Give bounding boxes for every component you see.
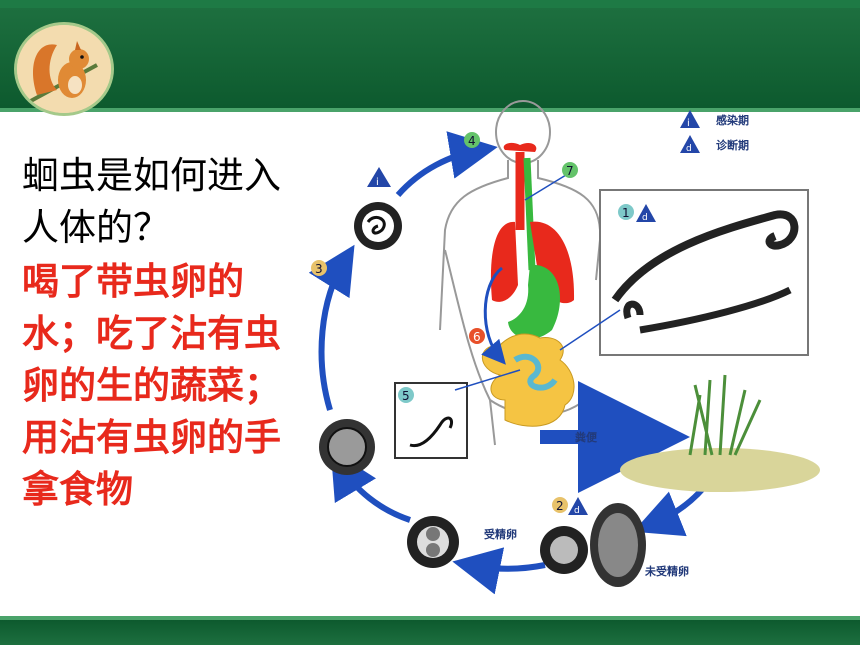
answer-text: 喝了带虫卵的水；吃了沾有虫卵的生的蔬菜；用沾有虫卵的手拿食物: [22, 260, 281, 511]
soil-with-grass: [620, 374, 820, 492]
step-1: 1: [622, 206, 630, 220]
unfertilized-egg: [590, 503, 646, 587]
stomach: [508, 264, 561, 339]
diagnostic-icon-egg: d: [568, 497, 588, 516]
step-marker-2: 2: [552, 497, 568, 513]
roundworm-lifecycle-diagram: 1 2 3 4 5 6 7 i d d i 感染期 d: [308, 100, 820, 595]
worm-pointer: [559, 309, 621, 351]
unfertilized-egg-label: 未受精卵: [644, 564, 689, 578]
adult-worm-box: [599, 189, 809, 356]
step-4: 4: [468, 134, 476, 148]
squirrel-logo: [14, 22, 114, 116]
top-band: [0, 0, 860, 8]
svg-text:i: i: [687, 118, 690, 129]
svg-text:i: i: [376, 177, 379, 188]
step-marker-3: 3: [311, 260, 327, 276]
legend: i 感染期 d 诊断期: [680, 110, 749, 154]
fertilized-egg: [540, 526, 588, 574]
larva-box: [394, 382, 468, 459]
step-2: 2: [556, 499, 564, 513]
fertilized-egg-label: 受精卵: [484, 527, 517, 541]
step-marker-7: 7: [562, 162, 578, 178]
legend-infective: 感染期: [716, 113, 749, 127]
svg-text:d: d: [686, 144, 692, 154]
step-7: 7: [566, 164, 574, 178]
footer-bar: [0, 620, 860, 645]
header-stripe: [0, 108, 860, 112]
bottom-stripe: [0, 616, 860, 620]
blood-route: [481, 266, 506, 365]
diagnostic-icon-adult: d: [636, 204, 656, 223]
mouth-pointer: [524, 174, 567, 201]
egg-cluster-2: [319, 419, 375, 475]
embryonated-egg-3: [354, 202, 402, 250]
infective-icon: i: [367, 167, 391, 188]
svg-text:d: d: [642, 213, 648, 223]
step-marker-4: 4: [464, 132, 480, 148]
question-text: 蛔虫是如何进入人体的？: [22, 154, 281, 249]
step-marker-6: 6: [469, 328, 485, 344]
intestines: [481, 333, 575, 427]
step-6: 6: [473, 330, 481, 344]
header-bar: [0, 8, 860, 108]
larva-pointer: [454, 369, 521, 391]
legend-diagnostic: 诊断期: [716, 138, 749, 152]
step-5: 5: [402, 389, 410, 403]
feces-label: 粪便: [575, 430, 598, 444]
svg-text:d: d: [574, 506, 580, 516]
step-marker-1: 1: [618, 204, 634, 220]
step-3: 3: [315, 262, 323, 276]
step-marker-5: 5: [398, 387, 414, 403]
airway: [503, 142, 537, 271]
egg-cleaving: [407, 516, 459, 568]
